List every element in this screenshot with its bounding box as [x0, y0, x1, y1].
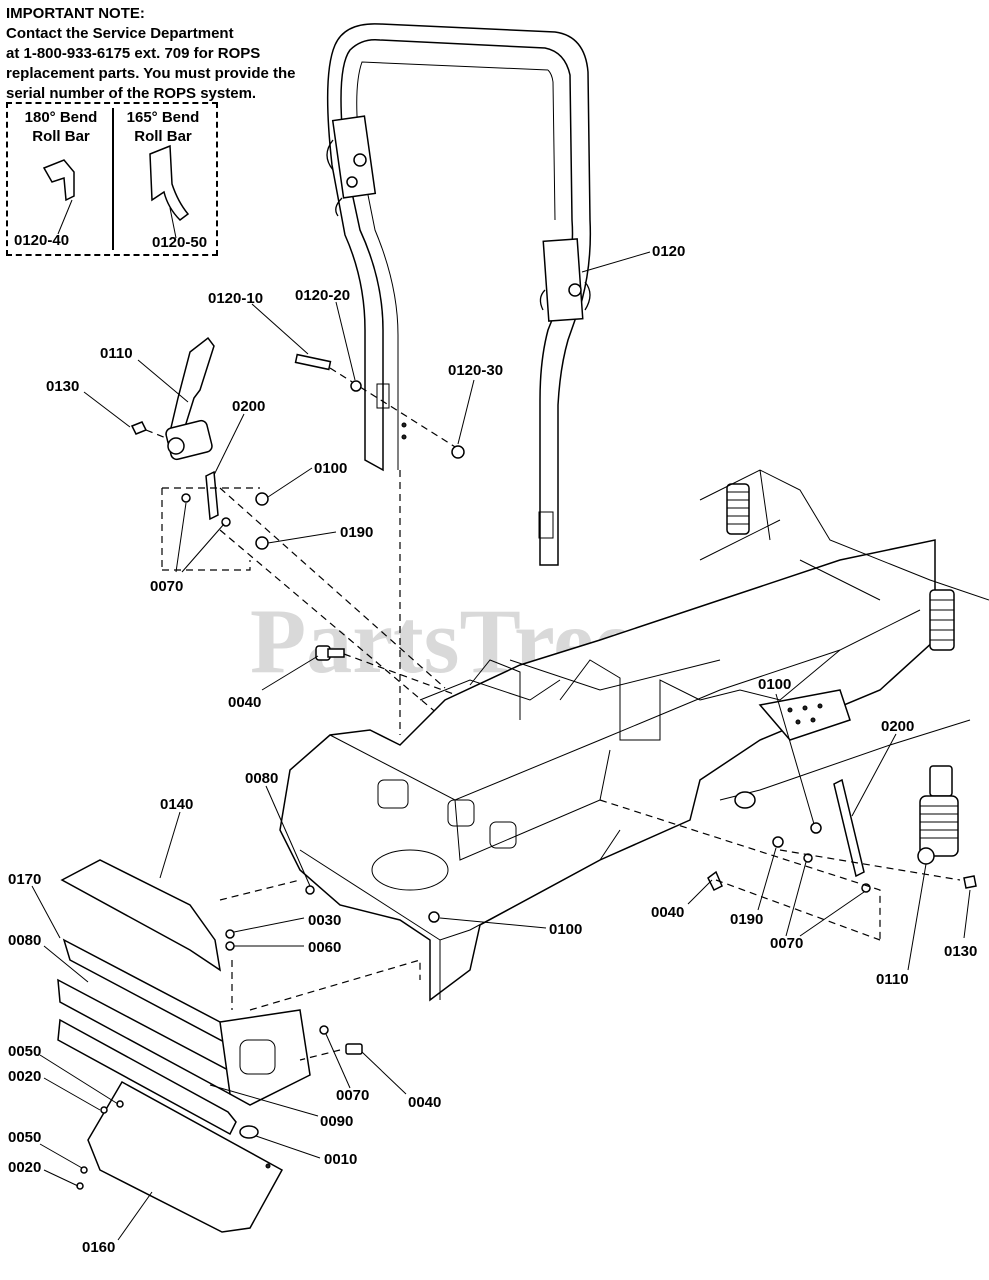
note-line-3: replacement parts. You must provide the — [6, 65, 296, 82]
variant-divider — [112, 108, 114, 250]
callout-0070-mid: 0070 — [336, 1087, 369, 1104]
callout-0050-b: 0050 — [8, 1129, 41, 1146]
callout-0190-right: 0190 — [730, 911, 763, 928]
washer-0050-a — [116, 1100, 124, 1108]
callout-0190-left: 0190 — [340, 524, 373, 541]
main-frame — [279, 469, 989, 1002]
callout-0100-right: 0100 — [758, 676, 791, 693]
callout-0070-right: 0070 — [770, 935, 803, 952]
callout-0090: 0090 — [320, 1113, 353, 1130]
callout-0030: 0030 — [308, 912, 341, 929]
variant-165-title: 165° Bend Roll Bar — [126, 109, 200, 145]
bend-165-icon — [149, 144, 190, 221]
callout-0130-right: 0130 — [944, 943, 977, 960]
shock-right — [929, 589, 955, 651]
strap-0200-left — [205, 470, 219, 521]
callout-0160: 0160 — [82, 1239, 115, 1256]
callout-0040-top: 0040 — [228, 694, 261, 711]
callout-0040-right: 0040 — [651, 904, 684, 921]
washer-0070-left-a — [181, 493, 191, 503]
callout-0020-a: 0020 — [8, 1068, 41, 1085]
callout-0140: 0140 — [160, 796, 193, 813]
note-line-1: Contact the Service Department — [6, 25, 234, 42]
callout-0120: 0120 — [652, 243, 685, 260]
nut-0080-mid — [305, 885, 315, 895]
note-line-4: serial number of the ROPS system. — [6, 85, 257, 102]
washer-0070-right-a — [803, 853, 813, 863]
bolt-0040-top — [315, 645, 471, 701]
callout-0080-mid: 0080 — [245, 770, 278, 787]
roll-bar-variants-box: 180° Bend Roll Bar 165° Bend Roll Bar 01… — [6, 102, 218, 256]
lower-guard-0160 — [87, 1080, 284, 1233]
bolt-0030 — [225, 929, 235, 939]
washer-0050-b — [80, 1166, 88, 1174]
callout-0120-30: 0120-30 — [448, 362, 503, 379]
callout-0200-right: 0200 — [881, 718, 914, 735]
callout-0120-10: 0120-10 — [208, 290, 263, 307]
callout-0100-mid: 0100 — [549, 921, 582, 938]
callout-0080-left: 0080 — [8, 932, 41, 949]
bolt-0130-right — [963, 875, 977, 889]
leader-lines — [31, 251, 971, 1241]
nut-0100-left — [255, 492, 269, 506]
rops-roll-bar — [326, 23, 592, 566]
bolt-0040-mid — [345, 1043, 363, 1055]
shock-left — [726, 483, 750, 535]
nut-0190-left — [255, 536, 269, 550]
variant-icons — [42, 144, 190, 239]
callout-0040-mid: 0040 — [408, 1094, 441, 1111]
variant-180-title: 180° Bend Roll Bar — [24, 109, 98, 145]
bolt-0040-right — [707, 870, 723, 892]
front-guard-0140 — [60, 859, 222, 972]
important-note: IMPORTANT NOTE: Contact the Service Depa… — [6, 4, 296, 104]
screw-0020-a — [100, 1106, 108, 1114]
callout-0100-left: 0100 — [314, 460, 347, 477]
callout-0130-left: 0130 — [46, 378, 79, 395]
seat-belt-right — [917, 765, 959, 865]
nut-0100-right — [810, 822, 822, 834]
variant-180-code: 0120-40 — [14, 232, 70, 249]
callout-0200-left: 0200 — [232, 398, 265, 415]
bend-180-icon — [42, 159, 75, 202]
nut-0190-right — [772, 836, 784, 848]
washer-0070-mid — [319, 1025, 329, 1035]
pin-0120-10 — [294, 353, 461, 451]
washer-0120-20 — [350, 380, 362, 392]
washer-0060 — [225, 941, 235, 951]
bumper-bars — [57, 938, 311, 1139]
note-line-2: at 1-800-933-6175 ext. 709 for ROPS — [6, 45, 261, 62]
strap-0200-right — [833, 778, 865, 878]
note-heading: IMPORTANT NOTE: — [6, 5, 145, 22]
nut-0100-mid — [428, 911, 440, 923]
callout-0020-b: 0020 — [8, 1159, 41, 1176]
variant-165-code: 0120-50 — [152, 234, 208, 251]
callout-0060: 0060 — [308, 939, 341, 956]
callout-0120-20: 0120-20 — [295, 287, 350, 304]
nut-0120-30 — [451, 445, 465, 459]
callout-0110-left: 0110 — [100, 345, 133, 362]
callout-0170: 0170 — [8, 871, 41, 888]
callout-0050-a: 0050 — [8, 1043, 41, 1060]
seat-belt-left — [130, 336, 215, 461]
callout-0110-right: 0110 — [876, 971, 909, 988]
callout-0010: 0010 — [324, 1151, 357, 1168]
callout-labels: 0120 0120-10 0120-20 0120-30 0110 0130 0… — [8, 243, 977, 1256]
callout-0070-left: 0070 — [150, 578, 183, 595]
